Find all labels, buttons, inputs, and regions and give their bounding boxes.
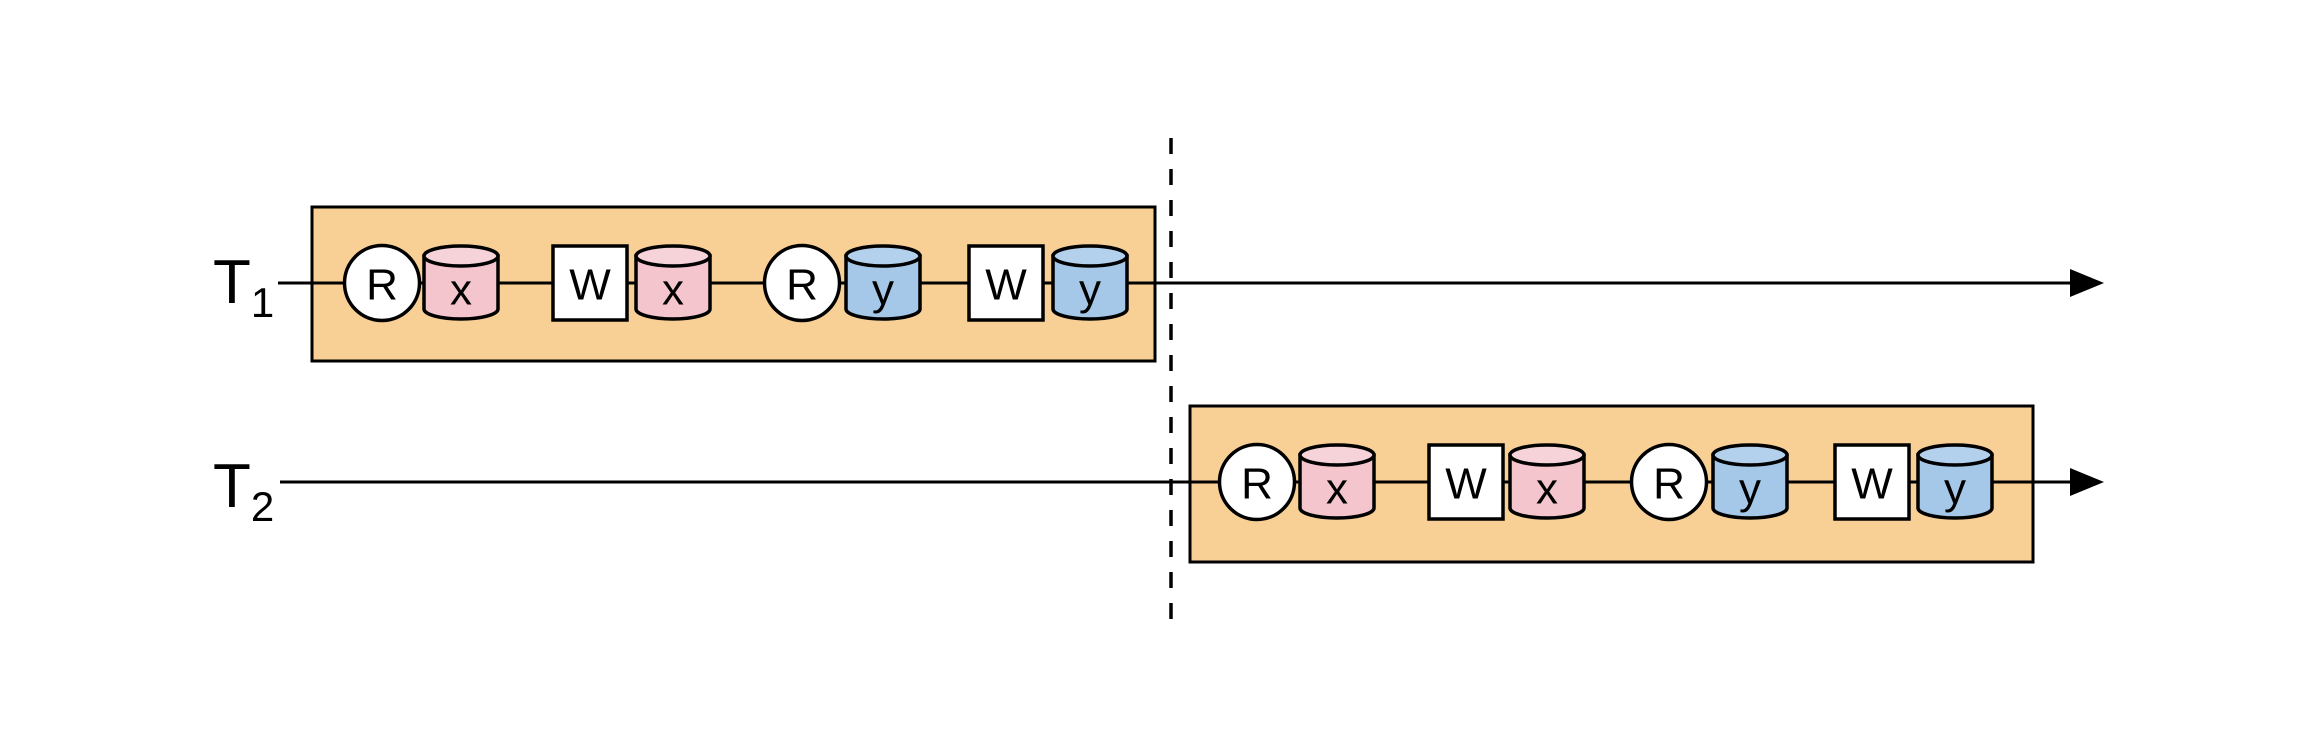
database-cylinder-icon xyxy=(1508,453,1586,520)
op-label: y xyxy=(1739,465,1761,514)
read-circle xyxy=(342,243,422,323)
data-item-x: x xyxy=(1508,443,1586,520)
data-item-x: x xyxy=(1298,443,1376,520)
op-label: y xyxy=(872,266,894,315)
t1-timeline-arrowhead-icon xyxy=(2070,269,2104,297)
write-op: W xyxy=(1427,443,1505,521)
read-circle xyxy=(1629,442,1709,522)
t2-timeline-arrowhead-icon xyxy=(2070,468,2104,496)
database-cylinder-icon xyxy=(422,254,500,321)
write-square xyxy=(1427,443,1505,521)
data-item-y: y xyxy=(1051,244,1129,321)
database-cylinder-top xyxy=(634,244,712,268)
op-label: x xyxy=(1536,465,1558,514)
op-label: W xyxy=(1851,460,1893,509)
t1-label-sub: 1 xyxy=(251,279,274,326)
op-label: R xyxy=(786,261,818,310)
database-cylinder-top xyxy=(422,244,500,268)
database-cylinder-icon xyxy=(1711,453,1789,520)
database-cylinder-icon xyxy=(1916,453,1994,520)
database-cylinder-top xyxy=(1298,443,1376,467)
database-cylinder-icon xyxy=(1051,254,1129,321)
op-label: R xyxy=(366,261,398,310)
t2-label-main: T xyxy=(213,452,251,521)
database-cylinder-icon xyxy=(634,254,712,321)
t1-row: T1 R x W x R y xyxy=(213,205,2104,363)
read-circle xyxy=(762,243,842,323)
write-op: W xyxy=(551,244,629,322)
database-cylinder-icon xyxy=(844,254,922,321)
read-circle xyxy=(1217,442,1297,522)
data-item-x: x xyxy=(422,244,500,321)
data-item-y: y xyxy=(1916,443,1994,520)
t2-row: T2 R x W x R y xyxy=(213,404,2104,564)
op-label: W xyxy=(985,261,1027,310)
op-label: x xyxy=(1326,465,1348,514)
database-cylinder-top xyxy=(1051,244,1129,268)
t1-label-main: T xyxy=(213,248,251,317)
write-op: W xyxy=(967,244,1045,322)
op-label: x xyxy=(662,266,684,315)
data-item-y: y xyxy=(1711,443,1789,520)
database-cylinder-top xyxy=(844,244,922,268)
write-square xyxy=(967,244,1045,322)
write-square xyxy=(1833,443,1911,521)
op-label: W xyxy=(1445,460,1487,509)
data-item-x: x xyxy=(634,244,712,321)
database-cylinder-top xyxy=(1916,443,1994,467)
database-cylinder-icon xyxy=(1298,453,1376,520)
op-label: R xyxy=(1241,460,1273,509)
op-label: y xyxy=(1944,465,1966,514)
op-label: W xyxy=(569,261,611,310)
t2-label-sub: 2 xyxy=(251,483,274,530)
op-label: x xyxy=(450,266,472,315)
read-op: R xyxy=(762,243,842,323)
op-label: R xyxy=(1653,460,1685,509)
data-item-y: y xyxy=(844,244,922,321)
read-op: R xyxy=(342,243,422,323)
write-op: W xyxy=(1833,443,1911,521)
write-square xyxy=(551,244,629,322)
database-cylinder-top xyxy=(1711,443,1789,467)
database-cylinder-top xyxy=(1508,443,1586,467)
read-op: R xyxy=(1217,442,1297,522)
op-label: y xyxy=(1079,266,1101,315)
t1-label: T1 xyxy=(213,248,274,326)
t2-label: T2 xyxy=(213,452,274,530)
read-op: R xyxy=(1629,442,1709,522)
